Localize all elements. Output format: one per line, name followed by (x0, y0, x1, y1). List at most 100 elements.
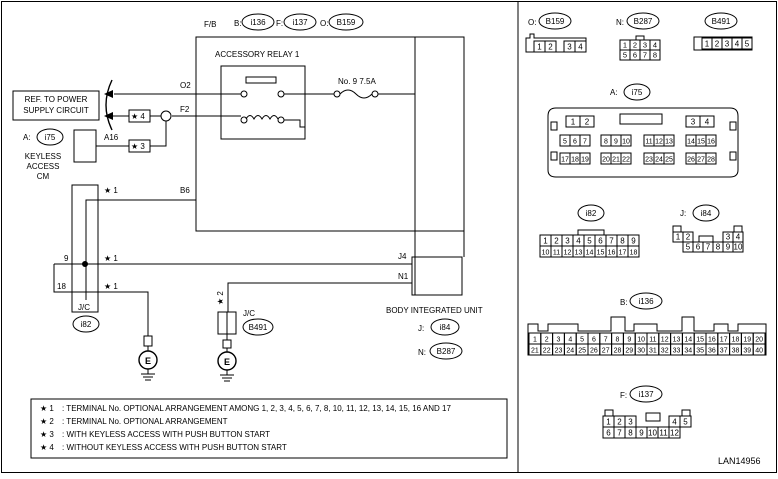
code-oval (36, 128, 64, 146)
pin-number: 3 (643, 41, 647, 50)
code-oval (242, 318, 274, 336)
pin-number: 17 (561, 157, 569, 164)
pin-number: 8 (616, 337, 620, 344)
jc-label: J/C (78, 303, 90, 312)
pin-number: 3 (725, 40, 730, 49)
pin-number: 5 (563, 139, 567, 146)
keyless-label-2: ACCESS (27, 162, 60, 171)
code-i84: i84 (440, 323, 451, 332)
arrow-icon (104, 90, 113, 98)
pin-number: 2 (686, 233, 691, 242)
wire-coil-ground (284, 119, 305, 128)
connector-housing (527, 316, 767, 356)
wire-ground-1 (53, 264, 149, 336)
pin-number: 4 (705, 118, 710, 127)
pin-number: 35 (696, 348, 704, 355)
connector-latch (550, 121, 558, 131)
code-i82: i82 (586, 209, 597, 218)
connector-latch (604, 409, 614, 417)
pin-number: 5 (623, 51, 627, 60)
pin-cell (627, 245, 640, 258)
pin-number: 4 (672, 418, 677, 427)
note-text: : TERMINAL No. OPTIONAL ARRANGEMENT AMON… (62, 404, 451, 413)
pin-number: 15 (697, 139, 705, 146)
code-i137: i137 (292, 18, 308, 27)
pin-number: 15 (696, 337, 704, 344)
connector-latch (681, 409, 691, 417)
note-mark: ★ 1 (40, 404, 54, 413)
pin-cell (620, 134, 632, 147)
connector-lock (577, 229, 605, 236)
pin-number: 5 (580, 337, 584, 344)
f-prefix: F: (276, 19, 283, 28)
body-integrated-unit (411, 256, 463, 296)
pin-number: 5 (587, 237, 592, 246)
pin-number: 11 (659, 429, 668, 438)
diagram-id: LAN14956 (718, 456, 761, 466)
pin-number: 11 (649, 337, 656, 344)
pin-number: 3 (567, 43, 572, 52)
wire-star3 (150, 121, 167, 147)
connector-i75-key (619, 113, 663, 125)
pin-number: 33 (673, 348, 681, 355)
pin-number: 23 (645, 157, 653, 164)
pin-number: 7 (583, 139, 587, 146)
code-i137: i137 (638, 390, 654, 399)
code-b491: B491 (249, 323, 268, 332)
code-b159: B159 (546, 17, 565, 26)
pin-cell (752, 343, 766, 356)
pin-number: 10 (648, 429, 657, 438)
pin-number: 27 (602, 348, 610, 355)
arrow-icon (104, 112, 113, 120)
biu-label: BODY INTEGRATED UNIT (386, 306, 483, 315)
pin-number: 24 (566, 348, 574, 355)
pin-18: 18 (57, 282, 66, 291)
pin-number: 37 (720, 348, 728, 355)
note-text: : TERMINAL No. OPTIONAL ARRANGEMENT (62, 417, 228, 426)
pin-number: 9 (627, 337, 631, 344)
o-prefix: O: (320, 19, 328, 28)
pin-number: 3 (565, 237, 570, 246)
pin-o2: O2 (180, 81, 191, 90)
star4-label: ★ 4 (131, 112, 145, 121)
code-oval (538, 12, 572, 30)
pin-number: 3 (628, 418, 633, 427)
pin-number: 19 (743, 337, 751, 344)
a-prefix: A: (23, 133, 31, 142)
pin-number: 20 (755, 337, 763, 344)
pin-number: 1 (571, 118, 576, 127)
pin-cell (663, 152, 675, 165)
connector-i75-housing (547, 107, 739, 178)
pin-number: 17 (619, 250, 627, 257)
o-prefix: O: (528, 18, 536, 27)
code-i75: i75 (632, 88, 643, 97)
pin-number: 18 (571, 157, 579, 164)
code-oval (692, 204, 720, 222)
ref-text-1: REF. TO POWER (25, 95, 88, 104)
pin-9: 9 (64, 254, 69, 263)
star1-label: ★ 1 (104, 282, 118, 291)
j-prefix: J: (680, 209, 686, 218)
pin-n1: N1 (398, 272, 409, 281)
pin-number: 6 (696, 243, 701, 252)
ref-bracket (105, 79, 113, 131)
pin-number: 1 (537, 43, 542, 52)
code-b159: B159 (337, 18, 356, 27)
j-prefix: J: (418, 324, 424, 333)
note-mark: ★ 4 (40, 443, 54, 452)
code-oval (704, 12, 738, 30)
pin-number: 16 (707, 139, 715, 146)
pin-j4: J4 (398, 252, 407, 261)
pin-number: 1 (606, 418, 611, 427)
pin-number: 22 (543, 348, 551, 355)
pin-number: 10 (622, 139, 630, 146)
pin-number: 1 (543, 237, 548, 246)
pin-number: 21 (531, 348, 539, 355)
n-prefix: N: (418, 348, 426, 357)
